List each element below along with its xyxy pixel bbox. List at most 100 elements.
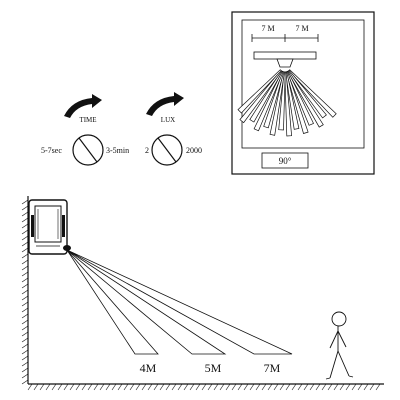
wall-hatch-mark	[21, 235, 29, 241]
distance-label-4m: 4M	[140, 361, 157, 375]
pir-sensor-eye	[63, 245, 71, 251]
ground-hatch-mark	[111, 383, 117, 391]
wall-hatch-mark	[21, 367, 29, 373]
wall-hatch-mark	[21, 199, 29, 205]
ground-hatch-mark	[297, 383, 303, 391]
ground-hatch-mark	[165, 383, 171, 391]
ground-hatch-mark	[177, 383, 183, 391]
ground-hatch-mark	[273, 383, 279, 391]
detection-fan	[237, 69, 337, 137]
ground-hatch-mark	[207, 383, 213, 391]
ground-hatch-mark	[327, 383, 333, 391]
ground-hatch-mark	[285, 383, 291, 391]
ground-hatch-mark	[141, 383, 147, 391]
wall-hatch-mark	[21, 295, 29, 301]
ground-hatch-mark	[51, 383, 57, 391]
wall-hatch-mark	[21, 253, 29, 259]
ground-hatch-mark	[117, 383, 123, 391]
wall-hatch-mark	[21, 289, 29, 295]
ground-hatch-mark	[363, 383, 369, 391]
wall-mount	[253, 51, 317, 68]
time-knob-indicator	[78, 137, 98, 163]
wall-hatch-mark	[21, 271, 29, 277]
ground-hatch-mark	[81, 383, 87, 391]
time-rotation-arrow	[64, 94, 102, 118]
range-dimension-line	[251, 34, 319, 42]
ground-hatch-mark	[195, 383, 201, 391]
ground-hatch-mark	[249, 383, 255, 391]
wall-hatch-mark	[21, 265, 29, 271]
wall-hatch-mark	[21, 277, 29, 283]
lux-knob-indicator	[157, 137, 177, 163]
wall-hatch-mark	[21, 343, 29, 349]
ground-hatch-mark	[237, 383, 243, 391]
ground-hatch-mark	[123, 383, 129, 391]
ground-hatch-mark	[255, 383, 261, 391]
ground-hatch-mark	[75, 383, 81, 391]
ground-hatch-mark	[93, 383, 99, 391]
lux-dial-label: LUX	[161, 116, 175, 124]
ground-hatch-mark	[33, 383, 39, 391]
detection-beam	[284, 71, 292, 137]
time-dial: TIME 5-7sec 3-5min	[41, 94, 129, 166]
lux-rotation-arrow	[146, 92, 184, 116]
person-figure	[325, 311, 354, 380]
wall-hatch-mark	[21, 361, 29, 367]
ground-hatch-mark	[291, 383, 297, 391]
wall-hatching	[21, 199, 381, 391]
time-min-label: 5-7sec	[41, 146, 62, 155]
angle-badge	[261, 152, 309, 169]
ground-hatch-mark	[57, 383, 63, 391]
wall-hatch-mark	[21, 319, 29, 325]
distance-label-7m: 7M	[264, 361, 281, 375]
right-range-label: 7 M	[295, 24, 308, 33]
detection-beam	[237, 69, 282, 114]
wall-hatch-mark	[21, 379, 29, 385]
wall-hatch-mark	[21, 283, 29, 289]
coverage-box: 7 M 7 M 90°	[231, 11, 375, 175]
sensor-light-fixture	[28, 199, 68, 255]
ground-hatch-mark	[279, 383, 285, 391]
time-max-label: 3-5min	[106, 146, 129, 155]
ground-hatch-mark	[39, 383, 45, 391]
wall-hatch-mark	[21, 211, 29, 217]
wall-hatch-mark	[21, 205, 29, 211]
ground-hatch-mark	[321, 383, 327, 391]
ground-hatch-mark	[225, 383, 231, 391]
ground-hatch-mark	[99, 383, 105, 391]
wall-hatch-mark	[21, 355, 29, 361]
angle-label: 90°	[279, 156, 292, 166]
wall-hatch-mark	[21, 373, 29, 379]
wall-hatch-mark	[21, 301, 29, 307]
wall-hatch-mark	[21, 331, 29, 337]
ground-hatch-mark	[129, 383, 135, 391]
ground-hatch-mark	[333, 383, 339, 391]
ground-hatch-mark	[267, 383, 273, 391]
ground-hatch-mark	[159, 383, 165, 391]
wall-hatch-mark	[21, 229, 29, 235]
wall-hatch-mark	[21, 217, 29, 223]
lux-min-label: 2	[145, 146, 149, 155]
ground-hatch-mark	[219, 383, 225, 391]
ground-hatch-mark	[45, 383, 51, 391]
wall-hatch-mark	[21, 259, 29, 265]
ground-hatch-mark	[345, 383, 351, 391]
ground-hatch-mark	[189, 383, 195, 391]
ground-hatch-mark	[339, 383, 345, 391]
ground-hatch-mark	[213, 383, 219, 391]
wall-hatch-mark	[21, 247, 29, 253]
wall-hatch-mark	[21, 349, 29, 355]
wall-hatch-mark	[21, 241, 29, 247]
ground-hatch-mark	[351, 383, 357, 391]
wall-hatch-mark	[21, 337, 29, 343]
ground-hatch-mark	[369, 383, 375, 391]
wall-hatch-mark	[21, 325, 29, 331]
ground-hatch-mark	[153, 383, 159, 391]
ground-hatch-mark	[303, 383, 309, 391]
ground-hatch-mark	[87, 383, 93, 391]
ground-hatch-mark	[375, 383, 381, 391]
ground-hatch-mark	[27, 383, 33, 391]
distance-label-5m: 5M	[205, 361, 222, 375]
